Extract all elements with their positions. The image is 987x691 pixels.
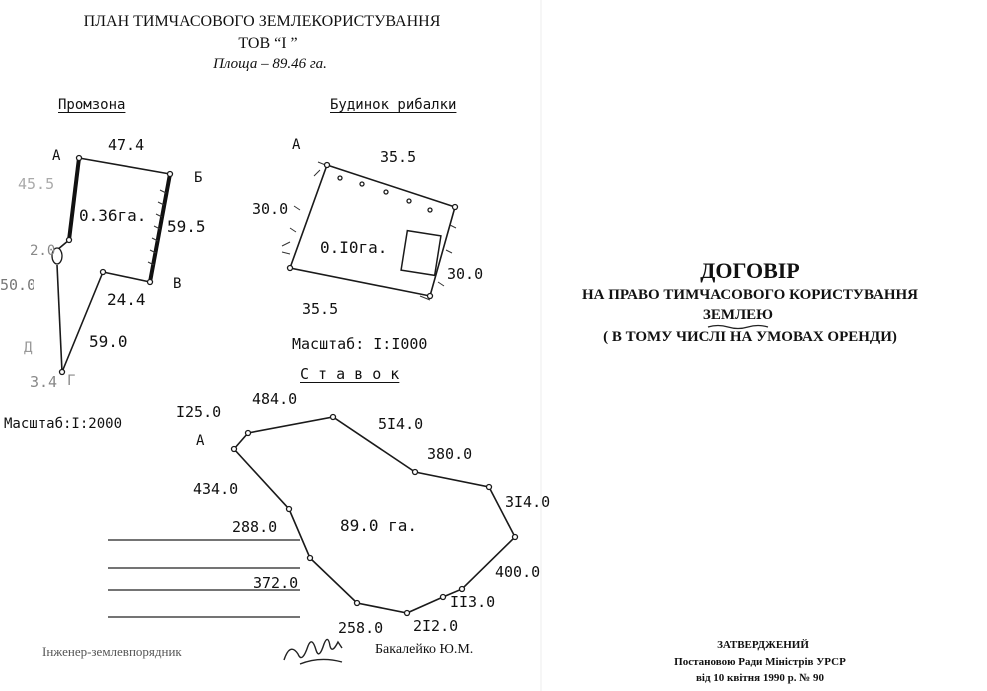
promzona-label-d: Д — [24, 340, 33, 356]
pond-dim: 400.0 — [495, 563, 541, 581]
pond-vertex — [230, 445, 238, 453]
promzona-area: 0.36га. — [79, 206, 147, 225]
pond-vertex — [439, 593, 447, 601]
promzona-boundary-bottom — [61, 271, 104, 373]
contract-line2: ЗЕМЛЕЮ — [702, 307, 774, 323]
contract-line3: ( В ТОМУ ЧИСЛІ НА УМОВАХ ОРЕНДИ) — [603, 329, 897, 345]
contract-line1: НА ПРАВО ТИМЧАСОВОГО КОРИСТУВАННЯ — [581, 287, 919, 303]
pond-dim: 2І2.0 — [413, 617, 459, 635]
fishing-house-scale: Масштаб: І:І000 — [292, 335, 428, 353]
promzona-boundary-right — [148, 173, 172, 283]
promzona-boundary-left-upper — [67, 157, 81, 241]
house-marker-5 — [427, 207, 433, 213]
house-marker-1 — [337, 175, 343, 181]
contract-title: ДОГОВІР — [700, 258, 800, 283]
promzona-boundary-inner — [102, 271, 151, 283]
pond-vertex — [485, 483, 493, 491]
fishing-house-point-d — [286, 264, 294, 272]
pond-vertex — [511, 533, 519, 541]
fishing-house-point-c — [426, 292, 434, 300]
engineer-signature — [283, 638, 343, 665]
promzona-dim-far-left: 50.0 — [0, 276, 34, 294]
pond-vertex — [353, 599, 361, 607]
pond-vertex — [329, 413, 337, 421]
pond-dim: 3І4.0 — [505, 493, 551, 511]
fishing-house-dim-left: 30.0 — [252, 200, 289, 218]
pond-heading: С т а в о к — [300, 365, 400, 383]
promzona-dim-top: 47.4 — [108, 136, 145, 154]
promzona-label-b: Б — [194, 170, 203, 186]
promzona-dim-left-upper: 45.5 — [18, 175, 55, 193]
pond-vertex — [458, 585, 466, 593]
pond-dim: 484.0 — [252, 390, 298, 408]
promzona-label-a: А — [52, 148, 61, 164]
pond-dim: 288.0 — [232, 518, 278, 536]
pond-label-a: А — [196, 433, 205, 449]
house-marker-4 — [406, 198, 412, 204]
contract-wavy-underline — [707, 324, 769, 330]
fishing-house-heading: Будинок рибалки — [330, 97, 457, 113]
fishing-house-boundary — [288, 163, 456, 297]
promzona-dim-right: 59.5 — [167, 217, 206, 236]
promzona-point-a — [75, 154, 83, 162]
pond-dim: 258.0 — [338, 619, 384, 637]
fishing-house-hatching — [281, 161, 457, 301]
pond-dim: 434.0 — [193, 480, 239, 498]
promzona-plot — [51, 154, 174, 376]
fishing-house-dim-top: 35.5 — [380, 148, 417, 166]
fishing-house-point-b — [451, 203, 459, 211]
pond-dim: І25.0 — [176, 403, 222, 421]
ruled-lines — [108, 539, 300, 618]
promzona-label-v: В — [173, 276, 182, 292]
pond-vertex — [411, 468, 419, 476]
promzona-label-g: Г — [67, 373, 76, 389]
promzona-point-g — [58, 368, 66, 376]
promzona-boundary-top — [78, 157, 171, 175]
approval-title: ЗАТВЕРДЖЕНИЙ — [717, 639, 809, 651]
fishing-house-area: 0.І0га. — [320, 238, 388, 257]
page-fold — [540, 0, 542, 691]
plan-title: ПЛАН ТИМЧАСОВОГО ЗЕМЛЕКОРИСТУВАННЯ — [83, 13, 441, 30]
pond-dim: ІІ3.0 — [450, 593, 496, 611]
pond-area: 89.0 га. — [340, 516, 418, 535]
fishing-house-point-a — [323, 161, 331, 169]
promzona-marker — [51, 247, 63, 265]
house-marker-2 — [359, 181, 365, 187]
pond-dim: 5І4.0 — [378, 415, 424, 433]
building-footprint — [400, 229, 442, 277]
promzona-point-inner — [99, 268, 107, 276]
fishing-house-plot — [281, 161, 459, 301]
promzona-heading: Промзона — [58, 97, 126, 113]
fishing-house-label-a: А — [292, 137, 301, 153]
engineer-label: Інженер-землевпорядник — [42, 644, 182, 659]
engineer-name: Бакалейко Ю.М. — [375, 642, 474, 657]
promzona-dim-left-mid: 2.0 — [30, 243, 56, 259]
plan-area: Площа – 89.46 га. — [213, 56, 327, 72]
pond-vertex — [403, 609, 411, 617]
pond-dim: 372.0 — [253, 574, 299, 592]
pond-vertex — [285, 505, 293, 513]
pond-dim: 380.0 — [427, 445, 473, 463]
promzona-point-left — [65, 236, 73, 244]
fishing-house-dim-bottom: 35.5 — [302, 300, 339, 318]
promzona-dim-bottom-left: 3.4 — [30, 373, 58, 391]
pond-vertex — [244, 429, 252, 437]
approval-line1: Постановою Ради Міністрів УРСР — [674, 656, 846, 668]
promzona-boundary-left-lower — [56, 264, 63, 373]
promzona-point-v — [146, 278, 154, 286]
promzona-scale: Масштаб:І:2000 — [4, 416, 123, 432]
approval-line2: від 10 квітня 1990 р. № 90 — [695, 672, 825, 684]
promzona-point-b — [166, 170, 174, 178]
pond-vertex — [306, 554, 314, 562]
fishing-house-dim-right: 30.0 — [447, 265, 484, 283]
plan-company: ТОВ “І ” — [238, 35, 298, 52]
promzona-dim-bottom: 59.0 — [89, 332, 128, 351]
house-marker-3 — [383, 189, 389, 195]
promzona-dim-inner: 24.4 — [107, 290, 146, 309]
promzona-hatching — [147, 189, 167, 266]
pond-plot — [230, 413, 519, 617]
